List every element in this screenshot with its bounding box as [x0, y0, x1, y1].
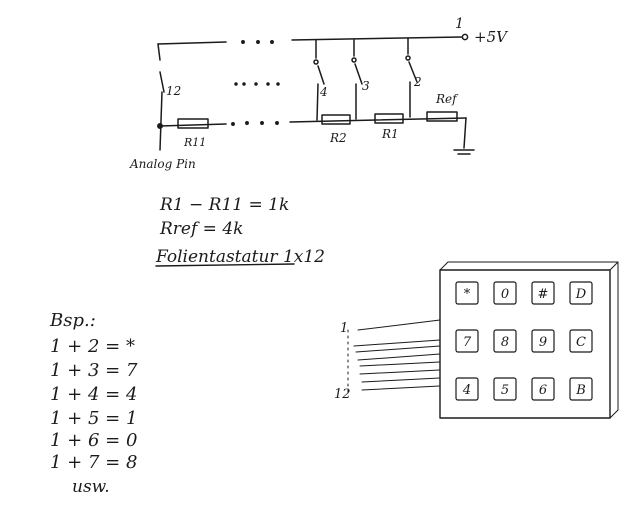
keypad-key-border: [455, 281, 479, 305]
resistor-label-r1: R1: [381, 127, 399, 141]
switch-12: [159, 71, 165, 93]
equation-underline: [155, 263, 295, 267]
keypad-key-label: 0: [501, 287, 509, 302]
bottom-line-left: [159, 123, 227, 127]
keypad-key: *: [455, 281, 479, 305]
keypad-key: 9: [531, 329, 555, 353]
equation-line-2: Rref = 4k: [159, 219, 243, 239]
example-row-6: 1 + 7 = 8: [50, 452, 137, 473]
circuit-labels: 1 +5V 12 4 3 2 R11 R2 R1 Ref Analog Pin: [129, 16, 509, 171]
ribbon-cable: [347, 319, 441, 393]
resistor-label-ref: Ref: [435, 92, 459, 106]
example-row-4: 1 + 5 = 1: [50, 408, 137, 429]
ground-symbol: [453, 149, 475, 155]
left-wire-bottom: [159, 91, 163, 151]
resistor-r2: [321, 114, 351, 125]
ribbon-label-top: 1: [340, 321, 348, 336]
keypad-key: 8: [493, 329, 517, 353]
keypad-key-label: 5: [501, 383, 509, 398]
keypad-key-label: 9: [539, 335, 547, 350]
resistor-r1: [374, 113, 404, 124]
switch-label-4: 4: [319, 85, 328, 99]
keypad-key-border: [569, 329, 593, 353]
resistor-ref: [426, 111, 458, 122]
supply-terminal: [461, 33, 469, 41]
keypad-key: 7: [455, 329, 479, 353]
keypad-key: B: [569, 377, 593, 401]
switch-col-3: [353, 39, 363, 120]
keypad-key-label: 7: [463, 335, 472, 350]
keypad-key-label: C: [576, 335, 586, 350]
supply-line-left: [157, 41, 227, 45]
keypad-key-border: [531, 377, 555, 401]
supply-line-right: [291, 36, 463, 41]
keypad-key: D: [569, 281, 593, 305]
equations: R1 − R11 = 1k Rref = 4k Folientastatur 1…: [155, 195, 325, 267]
keypad-key: 6: [531, 377, 555, 401]
analog-pin-label: Analog Pin: [129, 157, 196, 171]
example-row-1: 1 + 2 = *: [50, 336, 135, 357]
bottom-line-right: [289, 117, 467, 123]
keypad-frame: [439, 269, 611, 419]
keypad-key: 4: [455, 377, 479, 401]
keypad-key-border: [455, 377, 479, 401]
switch-col-4: [315, 39, 325, 121]
keypad: * 0 # D 7 8 9 C 4 5 6 B: [439, 261, 619, 419]
switch-label-2: 2: [413, 75, 422, 89]
keypad-key-border: [569, 377, 593, 401]
resistor-r11: [177, 118, 209, 129]
keypad-key-label: 4: [462, 383, 471, 398]
keypad-key-border: [455, 329, 479, 353]
keypad-key-border: [531, 281, 555, 305]
keypad-key: C: [569, 329, 593, 353]
analog-pin-node: [157, 123, 163, 129]
ribbon-label-bottom: 12: [334, 387, 351, 402]
example-row-5: 1 + 6 = 0: [50, 430, 137, 451]
keypad-key: 0: [493, 281, 517, 305]
keypad-key-label: 6: [539, 383, 547, 398]
keypad-key-border: [493, 281, 517, 305]
keypad-key: #: [531, 281, 555, 305]
keypad-key-border: [531, 329, 555, 353]
keypad-key-label: D: [575, 287, 587, 302]
keypad-key-border: [493, 377, 517, 401]
keypad-key-label: #: [538, 287, 549, 302]
keypad-key-border: [493, 329, 517, 353]
keypad-key: 5: [493, 377, 517, 401]
left-wire-top: [157, 43, 161, 61]
equation-line-3: Folientastatur 1x12: [155, 247, 325, 267]
key-grid: * 0 # D 7 8 9 C 4 5 6 B: [455, 281, 593, 401]
resistor-label-r2: R2: [329, 131, 347, 145]
supply-node-label: 1: [455, 16, 464, 32]
example-row-2: 1 + 3 = 7: [50, 360, 138, 381]
example-usw: usw.: [72, 477, 110, 497]
supply-voltage-label: +5V: [474, 28, 509, 46]
switch-label-12: 12: [166, 84, 181, 98]
circuit-diagram: [157, 33, 475, 155]
keypad-key-label: *: [464, 287, 471, 302]
keypad-key-border: [569, 281, 593, 305]
keypad-key-label: B: [575, 383, 586, 398]
equation-line-1: R1 − R11 = 1k: [159, 195, 289, 215]
keypad-key-label: 8: [501, 335, 509, 350]
ground-wire: [463, 117, 467, 149]
resistor-label-r11: R11: [183, 136, 206, 149]
example-heading: Bsp.:: [49, 310, 96, 331]
example-row-3: 1 + 4 = 4: [50, 384, 137, 405]
switch-col-2: [407, 37, 418, 118]
example-list: Bsp.: 1 + 2 = * 1 + 3 = 7 1 + 4 = 4 1 + …: [49, 310, 138, 497]
switch-label-3: 3: [362, 79, 370, 93]
